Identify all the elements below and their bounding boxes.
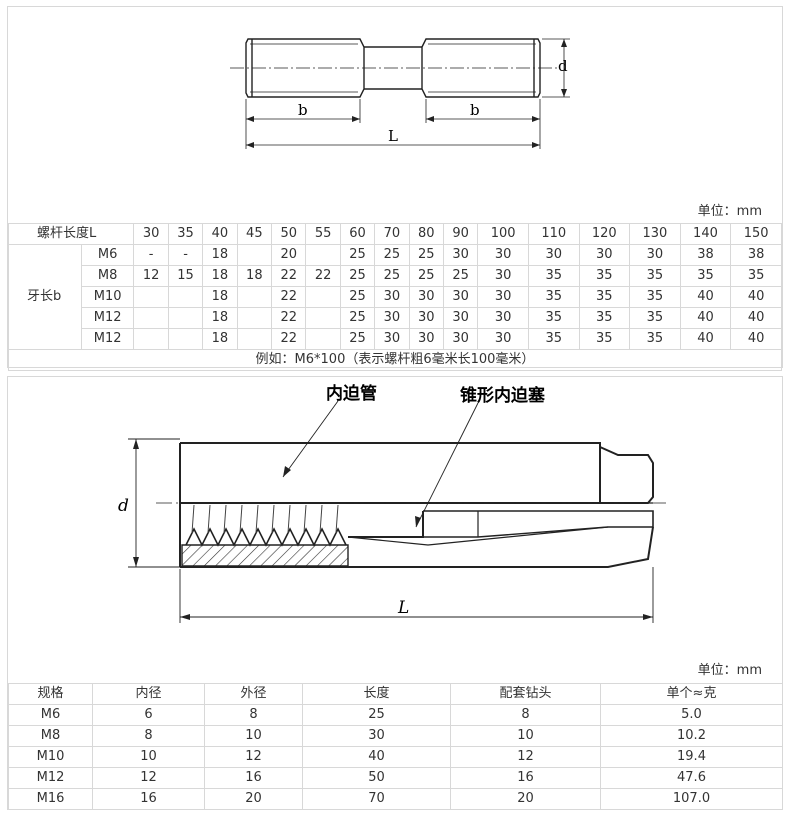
anchor-drawing: d L 内迫管 锥形内迫塞 — [118, 383, 668, 623]
length-header: 螺杆长度L — [7, 223, 135, 245]
anchor-panel: d L 内迫管 锥形内迫塞 单位：mm 规格 内径 外径 长度 配套钻头 单个≈… — [7, 376, 783, 810]
thread-length-header: 牙长b — [8, 244, 82, 350]
stud-bolt-panel: b b L d 单位：mm 螺杆长度L 30 35 40 45 50 55 60… — [7, 6, 783, 371]
example-note: 例如：M6*100（表示螺杆粗6毫米长100毫米） — [8, 349, 782, 371]
callout-cone-plug: 锥形内迫塞 — [460, 385, 546, 406]
note-row: 例如：M6*100（表示螺杆粗6毫米长100毫米） — [8, 349, 782, 371]
unit-label: 单位：mm — [697, 204, 762, 219]
unit-label: 单位：mm — [697, 663, 762, 678]
dim-b-left: b — [298, 101, 308, 119]
dim-L: L — [397, 598, 409, 618]
dim-b-right: b — [470, 101, 480, 119]
callout-inner-tube: 内迫管 — [326, 383, 377, 404]
bolt-spec-table: 螺杆长度L 30 35 40 45 50 55 60 70 80 90 100 … — [7, 223, 782, 371]
length-row: 螺杆长度L 30 35 40 45 50 55 60 70 80 90 100 … — [7, 223, 782, 245]
dim-d: d — [118, 496, 129, 516]
table-header-row: 规格 内径 外径 长度 配套钻头 单个≈克 — [8, 683, 783, 705]
dim-L: L — [388, 127, 398, 145]
dim-d: d — [558, 57, 568, 75]
stud-bolt-drawing: b b L d — [230, 38, 570, 149]
